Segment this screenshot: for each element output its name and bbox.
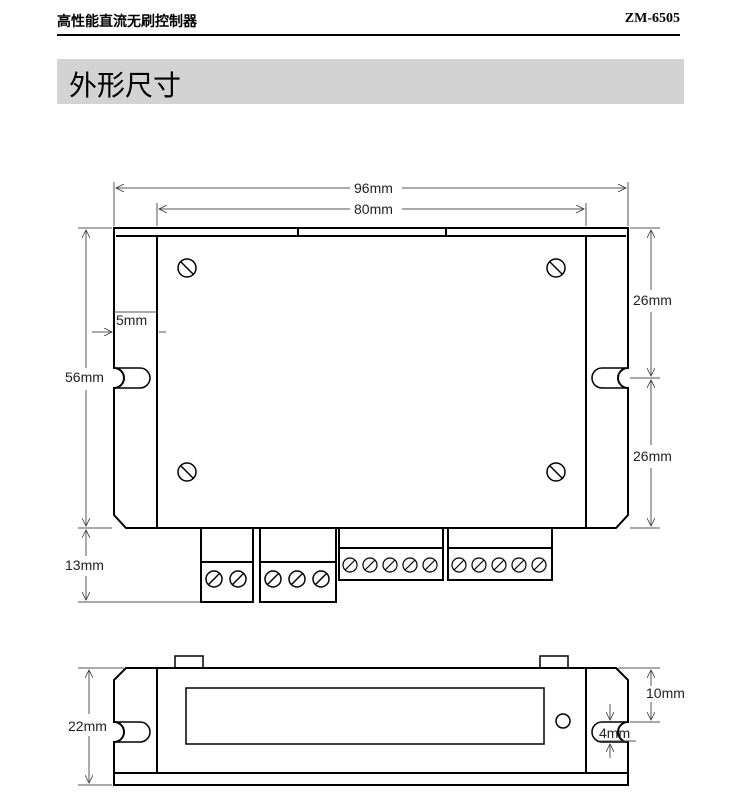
section-heading-bar: 外形尺寸 bbox=[57, 59, 684, 104]
left-mounting-slot bbox=[114, 367, 151, 389]
section-title: 外形尺寸 bbox=[69, 69, 182, 102]
side-top-tab-left bbox=[174, 655, 204, 669]
dim-label-side-upper: 10mm bbox=[646, 685, 685, 701]
document-title: 高性能直流无刷控制器 bbox=[57, 14, 197, 30]
terminal-block-2 bbox=[259, 527, 337, 603]
dim-label-margin: 5mm bbox=[116, 312, 147, 328]
controller-body bbox=[156, 235, 587, 529]
page-header: 高性能直流无刷控制器 ZM-6505 bbox=[57, 8, 680, 36]
screw-bottom-right bbox=[546, 462, 566, 482]
side-indicator-hole bbox=[555, 713, 571, 729]
side-label-window bbox=[185, 687, 545, 745]
terminal-block-4 bbox=[447, 527, 553, 581]
screw-top-left bbox=[177, 258, 197, 278]
right-mounting-slot bbox=[591, 367, 628, 389]
dim-label-upper-hole: 26mm bbox=[633, 292, 672, 308]
dim-label-terminal-height: 13mm bbox=[65, 557, 104, 573]
side-view-dimension-lines bbox=[78, 667, 660, 786]
model-number: ZM-6505 bbox=[624, 11, 680, 26]
mounting-plate-outline bbox=[113, 227, 629, 529]
dim-label-side-height: 22mm bbox=[68, 718, 107, 734]
side-top-tab-right bbox=[539, 655, 569, 669]
dim-label-inner-width: 80mm bbox=[354, 201, 393, 217]
dim-label-lower-hole: 26mm bbox=[633, 448, 672, 464]
dim-label-side-slot: 4mm bbox=[599, 725, 630, 741]
dim-label-height: 56mm bbox=[65, 369, 104, 385]
top-view bbox=[113, 227, 629, 603]
terminal-block-3 bbox=[338, 527, 444, 581]
dim-label-overall-width: 96mm bbox=[354, 180, 393, 196]
side-body bbox=[156, 667, 587, 774]
side-view bbox=[113, 655, 629, 786]
terminal-block-1 bbox=[200, 527, 254, 603]
screw-bottom-left bbox=[177, 462, 197, 482]
top-view-dimension-lines bbox=[78, 182, 660, 603]
side-plate-outline bbox=[113, 667, 629, 786]
screw-top-right bbox=[546, 258, 566, 278]
